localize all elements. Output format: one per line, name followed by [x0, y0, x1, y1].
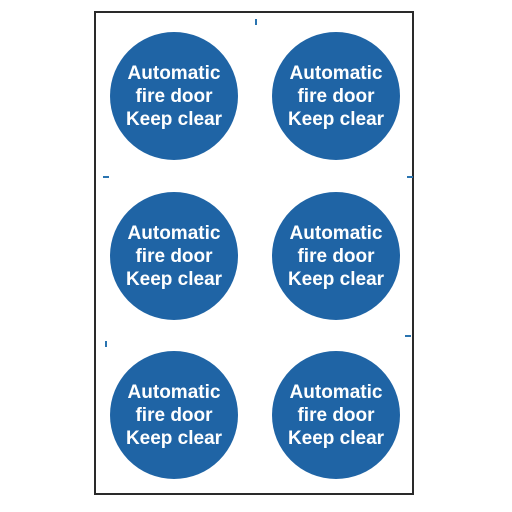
- sign-line: Keep clear: [125, 427, 223, 449]
- sign-line: fire door: [135, 245, 213, 267]
- crop-mark-left-lower: [105, 341, 107, 347]
- sign-line: Automatic: [289, 381, 383, 403]
- sign-top-left: Automatic fire door Keep clear: [110, 32, 238, 160]
- sign-line: fire door: [297, 245, 375, 267]
- sign-middle-left: Automatic fire door Keep clear: [110, 192, 238, 320]
- sign-line: fire door: [135, 404, 213, 426]
- sign-top-right: Automatic fire door Keep clear: [272, 32, 400, 160]
- sign-line: Automatic: [127, 62, 221, 84]
- sign-bottom-right: Automatic fire door Keep clear: [272, 351, 400, 479]
- sign-line: fire door: [297, 85, 375, 107]
- sign-sheet: Automatic fire door Keep clear Automatic…: [94, 11, 414, 495]
- sign-line: Automatic: [289, 222, 383, 244]
- crop-mark-left-upper: [103, 176, 109, 178]
- sign-line: Keep clear: [287, 268, 385, 290]
- sign-bottom-left: Automatic fire door Keep clear: [110, 351, 238, 479]
- sign-line: Keep clear: [125, 268, 223, 290]
- sign-line: Automatic: [289, 62, 383, 84]
- sign-middle-right: Automatic fire door Keep clear: [272, 192, 400, 320]
- sign-line: Automatic: [127, 222, 221, 244]
- sign-line: Automatic: [127, 381, 221, 403]
- sign-line: fire door: [297, 404, 375, 426]
- crop-mark-right-upper: [407, 176, 413, 178]
- crop-mark-right-lower: [405, 335, 411, 337]
- crop-mark-top: [255, 19, 257, 25]
- sign-line: fire door: [135, 85, 213, 107]
- sign-line: Keep clear: [125, 108, 223, 130]
- sign-line: Keep clear: [287, 108, 385, 130]
- sign-line: Keep clear: [287, 427, 385, 449]
